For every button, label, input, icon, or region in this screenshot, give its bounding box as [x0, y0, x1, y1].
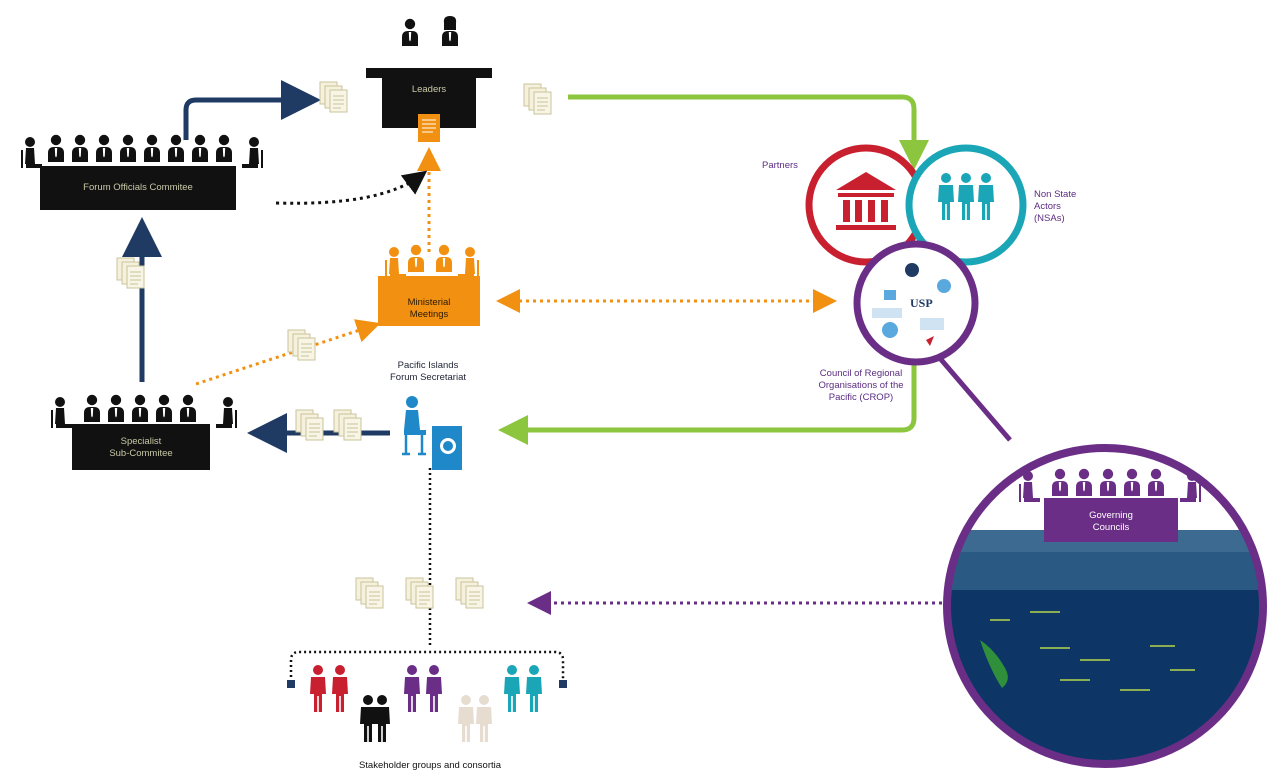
secretariat-node	[402, 396, 462, 470]
arrow-officials-to-leaders	[183, 80, 321, 140]
leaders-label: Leaders	[411, 84, 447, 95]
arrow-leaders-to-partners	[568, 94, 929, 170]
document-icon	[287, 329, 316, 361]
arrow-officials-dotted-to-leaders	[275, 170, 428, 205]
governing-label: Governing Councils	[1089, 510, 1133, 533]
specialist-node	[49, 394, 239, 470]
document-icon	[523, 83, 552, 115]
crop-node: USP	[853, 240, 979, 366]
forum-officials-node	[19, 134, 265, 210]
document-icon	[455, 577, 484, 609]
leaders-node	[366, 16, 492, 142]
stakeholders-node	[310, 665, 542, 742]
crop-label: Council of Regional Organisations of the…	[818, 368, 904, 403]
document-icon	[405, 577, 434, 609]
document-icon	[319, 81, 348, 113]
ministerial-label: Ministerial Meetings	[407, 297, 451, 320]
governing-councils-node	[943, 444, 1267, 768]
document-icon	[355, 577, 384, 609]
crop-usp-logo: USP	[910, 296, 933, 310]
arrow-crop-to-secretariat	[498, 365, 917, 445]
secretariat-label: Pacific Islands Forum Secretariat	[389, 360, 467, 383]
stakeholders-label: Stakeholder groups and consortia	[358, 760, 502, 771]
arrow-specialist-to-ministerial	[195, 319, 381, 386]
specialist-label: Specialist Sub-Commitee	[109, 436, 173, 459]
link-stakeholders-bracket	[289, 650, 565, 682]
forum-officials-label: Forum Officials Commitee	[83, 182, 193, 193]
nsa-node	[905, 144, 1027, 266]
ministerial-meetings-node	[378, 244, 481, 326]
nsa-label: Non State Actors (NSAs)	[1034, 189, 1077, 224]
link-crop-governing	[936, 354, 1012, 442]
partners-label: Partners	[762, 160, 798, 171]
